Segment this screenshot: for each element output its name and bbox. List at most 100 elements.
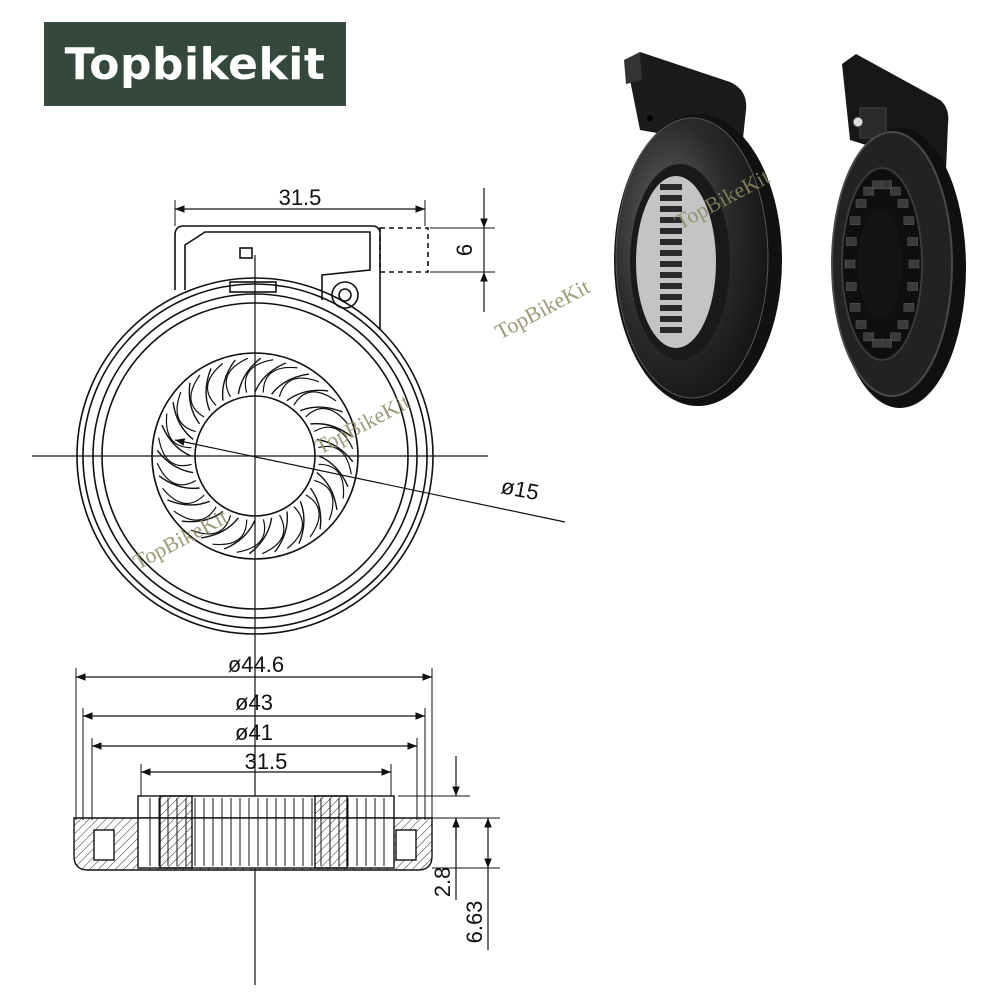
magnet-blade [305,494,320,538]
connector-dashed [379,227,429,273]
product-photo-front [614,52,782,406]
magnet-blade [316,472,338,510]
magnet-blade [298,501,305,544]
dim-total-height-label: 6.63 [462,901,487,944]
dim-inner-diameter-label: ø15 [499,473,541,505]
mount-hole-inner [338,288,352,302]
magnet-blade [254,362,287,393]
watermark-text: TopBikeKit [491,274,594,345]
magnet-blade [188,382,201,425]
magnet-blade [274,511,289,553]
bracket-tab [229,281,277,293]
dim-outer-diameter-label: ø44.6 [228,652,284,677]
side-view [73,668,500,950]
magnet-blade [181,510,224,523]
magnet-blade [190,515,232,535]
gear-tooth [660,184,682,190]
magnet-blade [310,422,352,437]
magnet-blade [248,517,273,555]
gear-tooth [660,272,682,278]
magnet-blade [156,462,197,486]
gear-tooth [660,294,682,300]
magnet-blade [225,357,249,398]
gear-tooth [872,180,883,190]
gear-tooth [660,217,682,223]
magnet-blade [201,517,239,539]
magnet-blade [261,514,285,555]
gear-tooth [660,261,682,267]
gear-tooth [889,186,901,196]
magnet-blade [173,506,217,521]
magnet-blade [167,499,210,506]
mount-hole [331,281,359,309]
gear-tooth [849,216,861,225]
dim-connector-height-label: 6 [452,244,477,256]
gear-tooth [849,302,861,312]
gear-tooth [844,259,856,269]
gear-tooth [881,338,892,348]
gear-tooth [908,259,920,269]
gear-tooth [660,206,682,212]
magnet-blade [313,426,354,450]
gear-tooth [889,332,901,342]
brand-name: Topbikekit [64,38,326,90]
magnet-blade [286,506,303,549]
gear-tooth [903,302,915,312]
hatch-block-right [314,795,348,869]
gear-tooth [855,320,867,329]
gear-tooth [845,237,857,246]
magnet-blade [314,479,334,521]
magnet-ring-outer [151,352,359,560]
magnet-blade [262,366,298,393]
gear-tooth [660,283,682,289]
bracket-outline [174,225,381,330]
gear-tooth [855,199,867,208]
gear-tooth [897,199,909,208]
gear-tooth [903,216,915,225]
gear-tooth [897,320,909,329]
magnet-blade [165,413,192,449]
watermark-text: TopBikeKit [129,504,232,575]
magnet-blade [237,357,262,395]
magnet-blade [271,373,309,395]
gear-tooth [863,186,875,196]
hatch-block-left [159,795,193,869]
magnet-blade [318,463,345,499]
magnet-blade [205,368,212,411]
gear-tooth [660,239,682,245]
gear-tooth [660,195,682,201]
magnet-blade [190,374,205,418]
magnet-blade [156,449,194,474]
dim-thickness-label: 2.8 [430,867,455,898]
magnet-blade [300,406,343,413]
magnet-blade [293,391,337,406]
magnet-blade [286,389,329,402]
body-ring [92,293,418,619]
gear-tooth [907,282,919,291]
magnet-blade [318,455,349,488]
top-view [32,188,566,985]
magnet-blade [221,359,236,401]
magnet-blades [156,357,354,555]
magnet-blade [316,438,354,463]
magnet-blade [212,519,248,546]
dim-diameter-2-label: ø43 [235,690,273,715]
bracket-slot [239,247,253,259]
magnet-blade [278,377,320,397]
product-photo-back [831,54,966,408]
magnet-blade [158,475,200,490]
magnet-blade [236,519,266,553]
gear-tooth [660,305,682,311]
gear-tooth [660,316,682,322]
dim-line-inner-diameter [174,438,566,523]
gear-tooth [907,237,919,246]
base-pocket-left [93,829,115,861]
gear-tooth [660,327,682,333]
magnet-blade [158,437,192,467]
magnet-blade [318,445,352,475]
magnet-blade [244,359,274,393]
gear-tooth [872,338,883,348]
dim-inner-width-label: 31.5 [245,749,288,774]
magnet-blade [162,487,205,504]
